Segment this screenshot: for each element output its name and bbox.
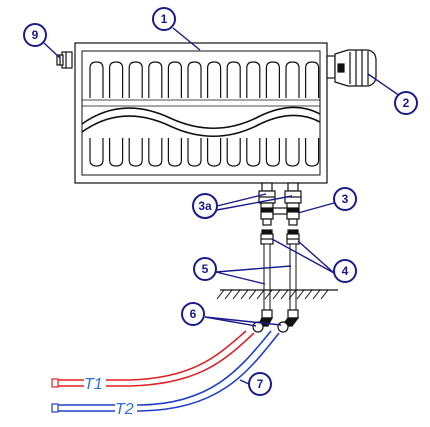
radiator-fin-top xyxy=(265,61,280,98)
radiator-fin-top xyxy=(305,61,320,98)
main-pipes xyxy=(56,330,280,412)
radiator-fin-bottom xyxy=(226,138,241,167)
callout-4: 4 xyxy=(333,259,357,283)
return-pipe xyxy=(56,330,280,412)
radiator-fin-bottom xyxy=(285,138,300,167)
callout-1-label: 1 xyxy=(161,12,168,26)
floor-hatch xyxy=(248,289,257,300)
radiator-fin-bottom xyxy=(148,138,163,167)
supply-label-bg xyxy=(84,375,106,390)
callout-4-label: 4 xyxy=(342,264,349,278)
callout-3a: 3a xyxy=(192,193,218,219)
floor-hatch xyxy=(288,289,297,300)
radiator-fin-bottom xyxy=(265,138,280,167)
floor-hatch xyxy=(256,289,265,300)
radiator-fin-top xyxy=(226,61,241,98)
pipe-ends xyxy=(51,378,59,413)
callout-1: 1 xyxy=(152,7,176,31)
floor-hatch xyxy=(320,289,329,300)
callouts: 1 9 2 3a 3 5 4 6 xyxy=(23,7,418,396)
radiator-fin-top xyxy=(148,61,163,98)
floor-hatch xyxy=(216,289,225,300)
floor xyxy=(216,289,338,300)
return-label-bg xyxy=(115,400,137,415)
air-vent-valve xyxy=(56,51,73,69)
callout-3a-label: 3a xyxy=(198,199,212,213)
callout-9: 9 xyxy=(23,23,47,47)
connection-block xyxy=(258,182,302,245)
radiator-fin-bottom xyxy=(128,138,143,167)
radiator-inner-frame xyxy=(81,50,321,176)
cutaway-wave-bottom xyxy=(81,114,321,138)
radiator-fin-bottom xyxy=(207,138,222,167)
radiator xyxy=(74,42,328,184)
radiator-fin-bottom xyxy=(246,138,261,167)
callout-5-label: 5 xyxy=(202,262,209,276)
radiator-fin-top xyxy=(187,61,202,98)
radiator-fins xyxy=(89,61,320,167)
radiator-fin-bottom xyxy=(305,138,320,167)
floor-hatch xyxy=(224,289,233,300)
floor-hatch xyxy=(304,289,313,300)
floor-hatch xyxy=(264,289,273,300)
radiator-grille-top xyxy=(82,99,320,107)
radiator-fin-top xyxy=(207,61,222,98)
supply-pipe xyxy=(56,330,255,387)
radiator-fin-top xyxy=(285,61,300,98)
connecting-pipes xyxy=(263,243,297,311)
radiator-fin-top xyxy=(128,61,143,98)
floor-hatch xyxy=(296,289,305,300)
radiator-fin-top xyxy=(109,61,124,98)
floor-hatch xyxy=(240,289,249,300)
callout-7: 7 xyxy=(248,372,272,396)
elbow-fittings xyxy=(252,309,300,333)
cutaway-wave-top xyxy=(81,106,321,130)
return-pipe-label: T2 xyxy=(115,401,134,418)
floor-hatch xyxy=(232,289,241,300)
floor-hatch xyxy=(312,289,321,300)
radiator-fin-top xyxy=(89,61,104,98)
callout-3: 3 xyxy=(333,187,357,211)
callout-6: 6 xyxy=(181,302,205,326)
supply-pipe-label: T1 xyxy=(84,376,103,393)
radiator-fin-top xyxy=(246,61,261,98)
floor-hatch xyxy=(280,289,289,300)
radiator-fin-bottom xyxy=(167,138,182,167)
callout-7-label: 7 xyxy=(257,377,264,391)
floor-hatch xyxy=(272,289,281,300)
callout-5: 5 xyxy=(193,257,217,281)
radiator-fin-bottom xyxy=(187,138,202,167)
callout-2: 2 xyxy=(394,91,418,115)
callout-3-label: 3 xyxy=(342,192,349,206)
thermostatic-head xyxy=(326,49,377,87)
radiator-fin-bottom xyxy=(109,138,124,167)
leader-lines xyxy=(43,27,401,385)
callout-2-label: 2 xyxy=(403,96,410,110)
callout-6-label: 6 xyxy=(190,307,197,321)
radiator-fin-top xyxy=(167,61,182,98)
callout-9-label: 9 xyxy=(32,28,39,42)
radiator-fin-bottom xyxy=(89,138,104,167)
